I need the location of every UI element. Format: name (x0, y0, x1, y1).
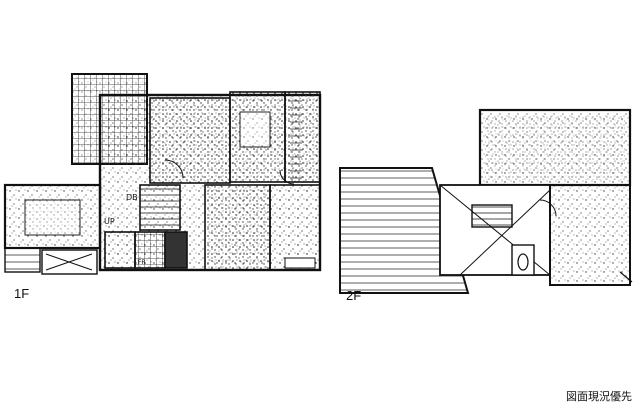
floor-label-1f: 1F (14, 286, 30, 301)
living-room (204, 184, 271, 271)
stair-well (139, 184, 181, 231)
mark-fr: FR (138, 259, 146, 266)
floor-label-2f: 2F (346, 288, 362, 303)
toilet-2f (511, 244, 535, 276)
kitchen (269, 184, 321, 271)
toilet (164, 231, 188, 269)
room-tatami-1 (149, 97, 231, 184)
floor-2f (339, 108, 633, 294)
room-2f-right (549, 184, 631, 286)
roof-balcony (339, 167, 470, 294)
mark-up: UP (104, 217, 115, 226)
footer-note: 図面現況優先 (566, 390, 632, 403)
mark-db: DB (126, 193, 138, 202)
stairs-2f (471, 204, 513, 228)
washroom (104, 231, 136, 269)
entrance-steps (4, 247, 41, 273)
floor-1f: DB UP FR (3, 73, 322, 275)
